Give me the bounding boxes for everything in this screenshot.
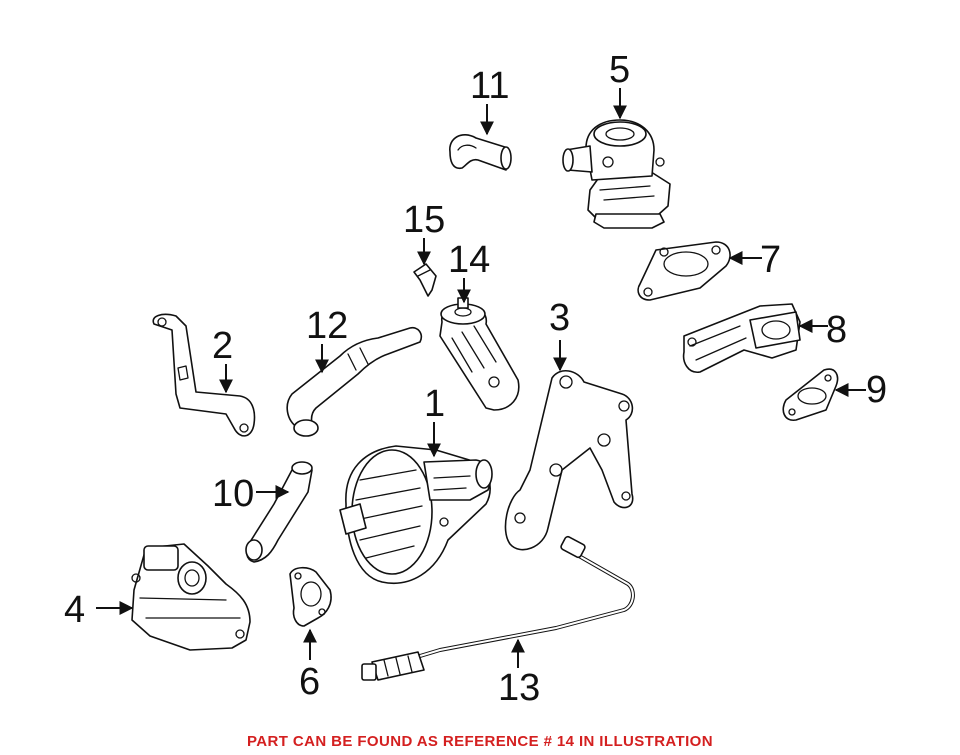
part-12-hose-icon[interactable] [286, 326, 423, 437]
callout-7: 7 [760, 239, 781, 281]
part-2-bracket-icon[interactable] [152, 313, 256, 437]
part-15-clamp-icon[interactable] [413, 263, 437, 297]
callout-14: 14 [448, 239, 490, 281]
part-11-elbow-hose-icon[interactable] [449, 134, 512, 171]
callout-5: 5 [609, 49, 630, 91]
callout-1: 1 [424, 383, 445, 425]
callout-10: 10 [212, 473, 254, 515]
callout-12: 12 [306, 305, 348, 347]
callout-3: 3 [549, 297, 570, 339]
part-8-flange-pipe-icon[interactable] [682, 303, 801, 373]
part-3-bracket-icon[interactable] [504, 370, 634, 551]
part-10-hose-icon[interactable] [245, 461, 313, 563]
part-5-switch-valve-icon[interactable] [562, 119, 671, 229]
part-9-gasket-icon[interactable] [782, 368, 839, 421]
callout-15: 15 [403, 199, 445, 241]
part-6-gasket-icon[interactable] [289, 566, 332, 627]
part-4-valve-assembly-icon[interactable] [131, 543, 251, 651]
callout-9: 9 [866, 369, 887, 411]
part-1-air-pump-icon[interactable] [339, 445, 493, 584]
part-14-filter-icon[interactable] [439, 297, 520, 411]
part-7-gasket-icon[interactable] [637, 241, 731, 301]
callout-2: 2 [212, 325, 233, 367]
callout-11: 11 [470, 65, 509, 107]
callout-6: 6 [299, 661, 320, 703]
callout-13: 13 [498, 667, 540, 709]
callout-8: 8 [826, 309, 847, 351]
footer-reference-note: PART CAN BE FOUND AS REFERENCE # 14 IN I… [247, 733, 713, 750]
part-13-sensor-icon[interactable] [361, 535, 635, 681]
callout-4: 4 [64, 589, 85, 631]
